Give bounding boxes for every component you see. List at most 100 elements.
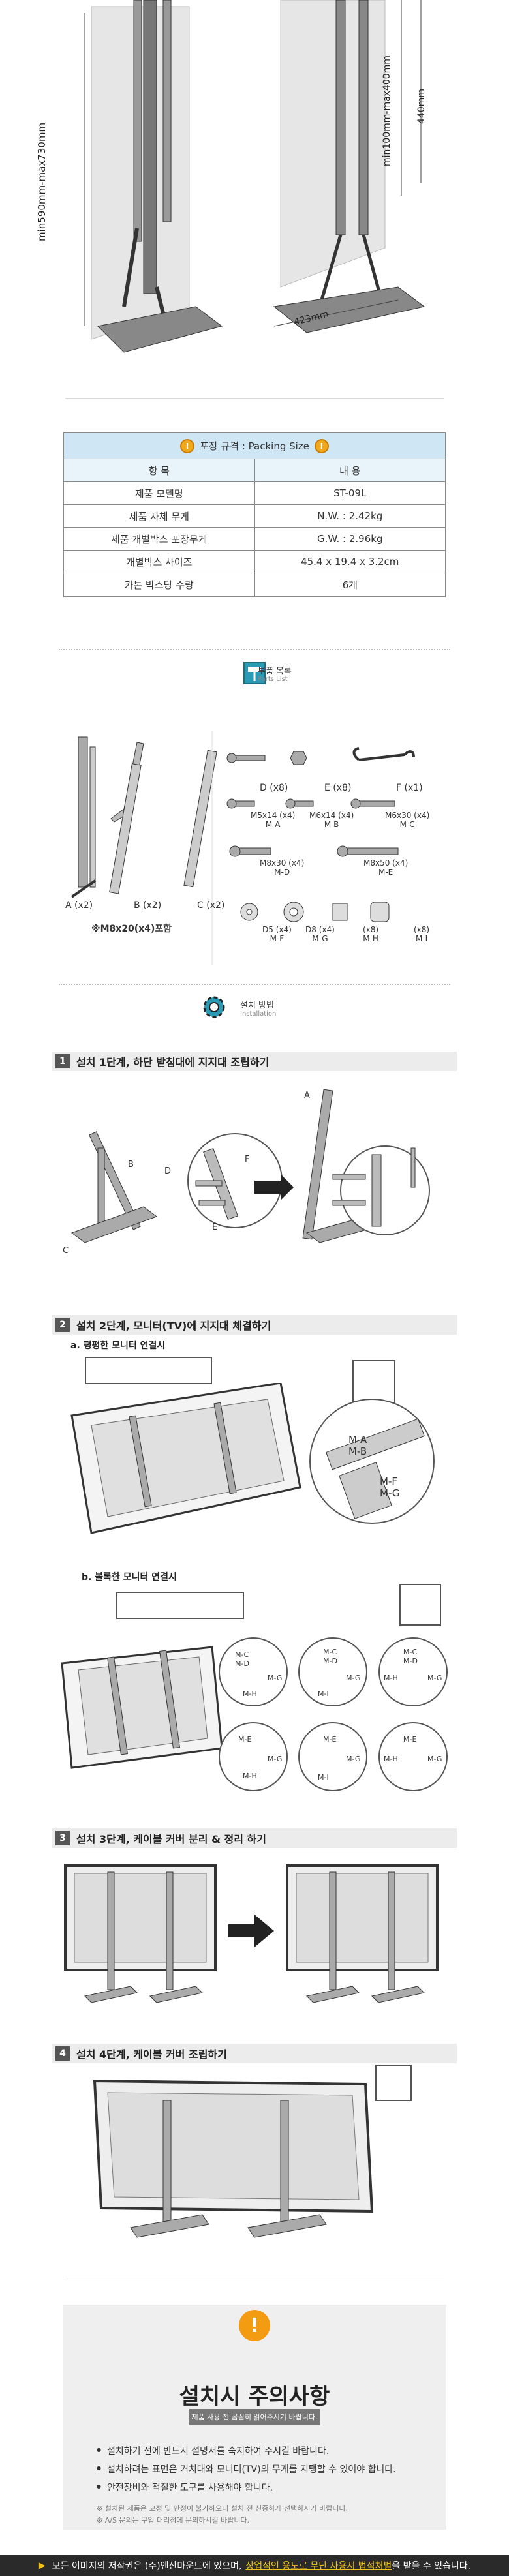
circle-label: M-E [403, 1735, 417, 1744]
divider [65, 398, 444, 399]
part-MG-label: D8 (x4) M-G [305, 925, 335, 943]
circle-label: M-D [323, 1657, 337, 1665]
part-D-label: D (x8) [260, 783, 288, 793]
convex-monitor-label: b. 볼록한 모니터 연결시 [82, 1572, 177, 1583]
convex-hardware-box [116, 1592, 244, 1619]
circle-label: M-E [323, 1735, 337, 1744]
cell: 제품 자체 무게 [64, 505, 255, 527]
caution-note: ※ A/S 문의는 구입 대리점에 문의하시길 바랍니다. [97, 2516, 250, 2524]
cell: N.W. : 2.42kg [317, 510, 383, 522]
packing-title: 포장 규격 : Packing Size [200, 440, 309, 452]
part-B-label: B (x2) [134, 900, 162, 911]
footer-highlight: 상업적인 용도로 무단 사용시 법적처벌 [245, 2561, 392, 2571]
part-MI-label: (x8) M-I [414, 925, 430, 943]
step-3-illustration [64, 1864, 439, 2003]
detail-circle [378, 1722, 448, 1791]
circle-label: M-C [235, 1650, 249, 1659]
product-dimension-diagram [84, 0, 425, 353]
circle-label: M-C [323, 1648, 337, 1656]
footer-pre: 모든 이미지의 저작권은 (주)엔산마운트에 있으며, [52, 2561, 242, 2571]
table-row: 제품 자체 무게 N.W. : 2.42kg [64, 505, 445, 528]
flat-hardware-box [85, 1357, 212, 1384]
dotted-divider [59, 984, 450, 985]
column-header: 내 용 [339, 464, 361, 477]
circle-label: M-G [427, 1674, 442, 1682]
table-row: 제품 개별박스 포장무게 G.W. : 2.96kg [64, 528, 445, 551]
caution-badge: 제품 사용 전 꼼꼼히 읽어주시기 바랍니다. [189, 2409, 320, 2425]
circle-label: M-H [384, 1674, 398, 1682]
install-subtitle: Installation [240, 1010, 277, 1018]
circle-label: M-I [318, 1773, 329, 1781]
step-1-illustration [70, 1089, 430, 1243]
cell: ST-09L [333, 487, 367, 499]
dotted-divider [59, 649, 450, 650]
detail-circle [298, 1722, 367, 1791]
caution-title: 설치시 주의사항 [179, 2384, 330, 2410]
circle-label: M-G [427, 1755, 442, 1763]
flat-monitor-label: a. 평평한 모니터 연결시 [70, 1341, 166, 1351]
circle-label: M-H [243, 1772, 257, 1780]
label-MG: M-G [380, 1487, 400, 1499]
circle-label: M-H [243, 1690, 257, 1698]
step-2a-illustration [70, 1383, 435, 1534]
parts-title: 부품 목록 [258, 667, 292, 676]
label-C: C [63, 1246, 69, 1256]
coin-icon: ! [180, 438, 195, 453]
step-number: 3 [55, 1831, 70, 1845]
label-MA: M-A [348, 1434, 367, 1446]
height-dimension: min590mm-max730mm [36, 122, 48, 241]
label-E: E [212, 1222, 218, 1232]
cell: 45.4 x 19.4 x 3.2cm [301, 556, 399, 568]
label-MF: M-F [380, 1476, 397, 1487]
parts-subtitle: Parts List [258, 676, 288, 683]
step-number: 1 [55, 1054, 70, 1068]
circle-label: M-I [318, 1690, 329, 1698]
circle-label: M-D [403, 1657, 418, 1665]
vesa-height-dimension: 440mm [416, 89, 427, 124]
cell: 제품 모델명 [64, 482, 255, 504]
install-title: 설치 방법 [240, 1001, 274, 1010]
part-MA-label: M5x14 (x4) M-A [251, 811, 296, 829]
cell: 카톤 박스당 수량 [64, 573, 255, 596]
gear-icon [203, 996, 225, 1018]
step-number: 4 [55, 2046, 70, 2061]
column-header: 항 목 [64, 459, 255, 481]
caution-list: 설치하기 전에 반드시 설명서를 숙지하여 주시길 바랍니다. 설치하려는 표면… [97, 2444, 396, 2499]
step-title: 설치 2단계, 모니터(TV)에 지지대 체결하기 [76, 1320, 271, 1332]
caution-item: 안전장비와 적절한 도구를 사용해야 합니다. [97, 2481, 396, 2494]
detail-circle [219, 1637, 288, 1706]
table-row: 제품 모델명 ST-09L [64, 482, 445, 505]
label-D: D [164, 1166, 172, 1176]
caution-box: 설치시 주의사항 제품 사용 전 꼼꼼히 읽어주시기 바랍니다. 설치하기 전에… [63, 2305, 446, 2530]
cell: 제품 개별박스 포장무게 [64, 528, 255, 550]
parts-note: ※M8x20(x4)포함 [91, 924, 172, 934]
footer-post: 을 받을 수 있습니다. [392, 2561, 471, 2571]
label-F: F [245, 1155, 250, 1164]
step-2b-illustration [61, 1646, 223, 1769]
triangle-icon: ▶ [38, 2560, 46, 2571]
step-3-header: 3 설치 3단계, 케이블 커버 분리 & 정리 하기 [52, 1828, 457, 1848]
packing-header: ! 포장 규격 : Packing Size ! [64, 433, 445, 459]
circle-label: M-G [268, 1674, 283, 1682]
circle-label: M-G [346, 1674, 361, 1682]
part-ME-label: M8x50 (x4) M-E [363, 858, 409, 877]
two-person-lift-icon [375, 2065, 412, 2101]
part-MD-label: M8x30 (x4) M-D [260, 858, 305, 877]
part-MC-label: M6x30 (x4) M-C [385, 811, 430, 829]
table-header-row: 항 목 내 용 [64, 459, 445, 482]
label-MB: M-B [348, 1446, 367, 1457]
cell: G.W. : 2.96kg [317, 533, 383, 545]
caution-item: 설치하려는 표면은 거치대와 모니터(TV)의 무게를 지탱할 수 있어야 합니… [97, 2462, 396, 2476]
detail-circle [219, 1722, 288, 1791]
label-B: B [128, 1160, 134, 1170]
part-MF-label: D5 (x4) M-F [262, 925, 292, 943]
packing-size-table: ! 포장 규격 : Packing Size ! 항 목 내 용 제품 모델명 S… [63, 432, 446, 597]
label-A: A [304, 1091, 310, 1100]
step-4-header: 4 설치 4단계, 케이블 커버 조립하기 [52, 2044, 457, 2063]
part-A-label: A (x2) [65, 900, 93, 911]
step-title: 설치 3단계, 케이블 커버 분리 & 정리 하기 [76, 1833, 266, 1845]
caution-note: ※ 설치된 제품은 고정 및 안정이 불가하오니 설치 전 신중하게 선택하시기… [97, 2504, 348, 2513]
copyright-footer: ▶ 모든 이미지의 저작권은 (주)엔산마운트에 있으며, 상업적인 용도로 무… [0, 2555, 509, 2576]
circle-label: M-C [403, 1648, 418, 1656]
